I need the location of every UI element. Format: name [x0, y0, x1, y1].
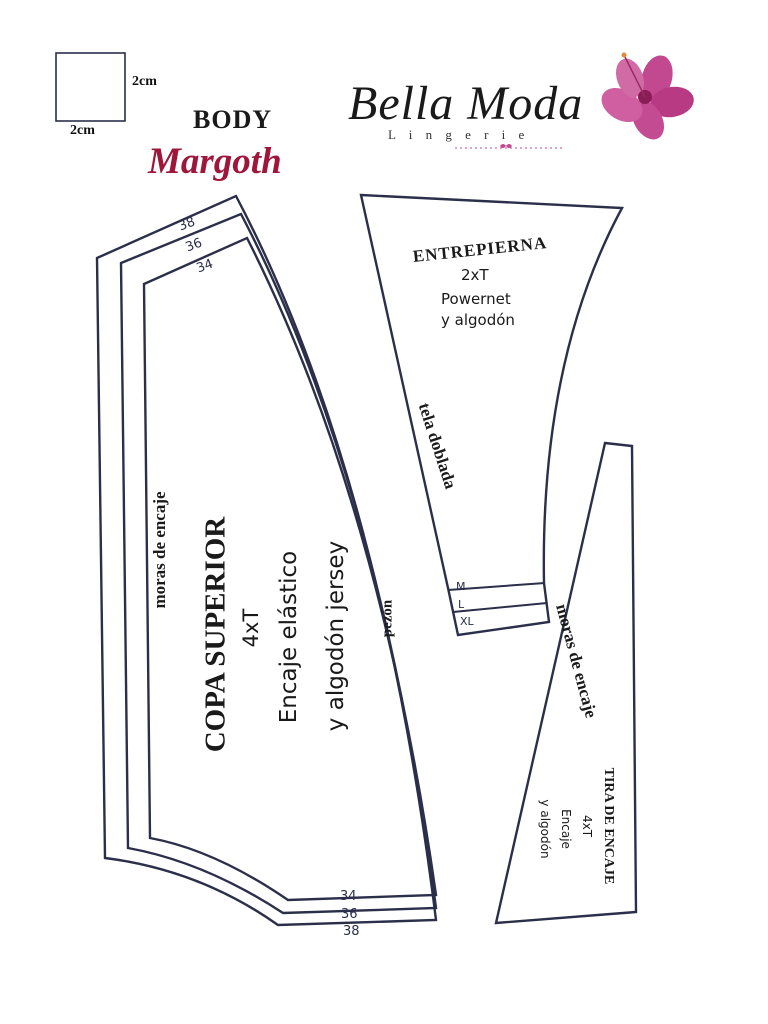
brand-name: Bella Moda [348, 77, 584, 130]
copa-bottom-size-34: 34 [340, 889, 357, 904]
copa-fabric-line1: Encaje elástico [276, 550, 302, 724]
brand-sub: L i n g e r i e [388, 127, 530, 142]
body-label: BODY [193, 105, 273, 134]
flower-icon [601, 52, 694, 140]
entrepierna-fabric-line2: y algodón [441, 311, 515, 329]
copa-bottom-size-38: 38 [343, 924, 360, 939]
brand-ornament [455, 144, 565, 149]
tira-fabric-line1: Encaje [559, 809, 573, 849]
tira-title: TIRA DE ENCAJE [601, 767, 616, 885]
entrepierna-size-xl: XL [460, 615, 474, 628]
entrepierna-qty: 2xT [461, 266, 489, 284]
model-name: Margoth [148, 141, 282, 182]
scale-width-label: 2cm [70, 123, 95, 138]
tira-qty: 4xT [580, 814, 594, 838]
entrepierna-size-line-l [452, 602, 548, 613]
entrepierna-size-line-m [447, 582, 546, 591]
scale-square [55, 52, 126, 122]
copa-bottom-size-36: 36 [341, 907, 358, 922]
copa-curve-label: pezón [379, 599, 396, 638]
entrepierna-size-m: M [456, 580, 466, 593]
tira-fabric-line2: y algodón [538, 799, 552, 859]
copa-title: COPA SUPERIOR [199, 516, 232, 753]
scale-height-label: 2cm [132, 74, 157, 89]
copa-fabric-line2: y algodón jersey [323, 540, 349, 732]
entrepierna-fabric-line1: Powernet [441, 290, 511, 308]
tira-outline [494, 441, 638, 925]
entrepierna-size-l: L [458, 598, 465, 611]
copa-outline-34 [142, 236, 438, 902]
copa-side-label: moras de encaje [150, 491, 169, 609]
copa-qty: 4xT [239, 608, 263, 648]
